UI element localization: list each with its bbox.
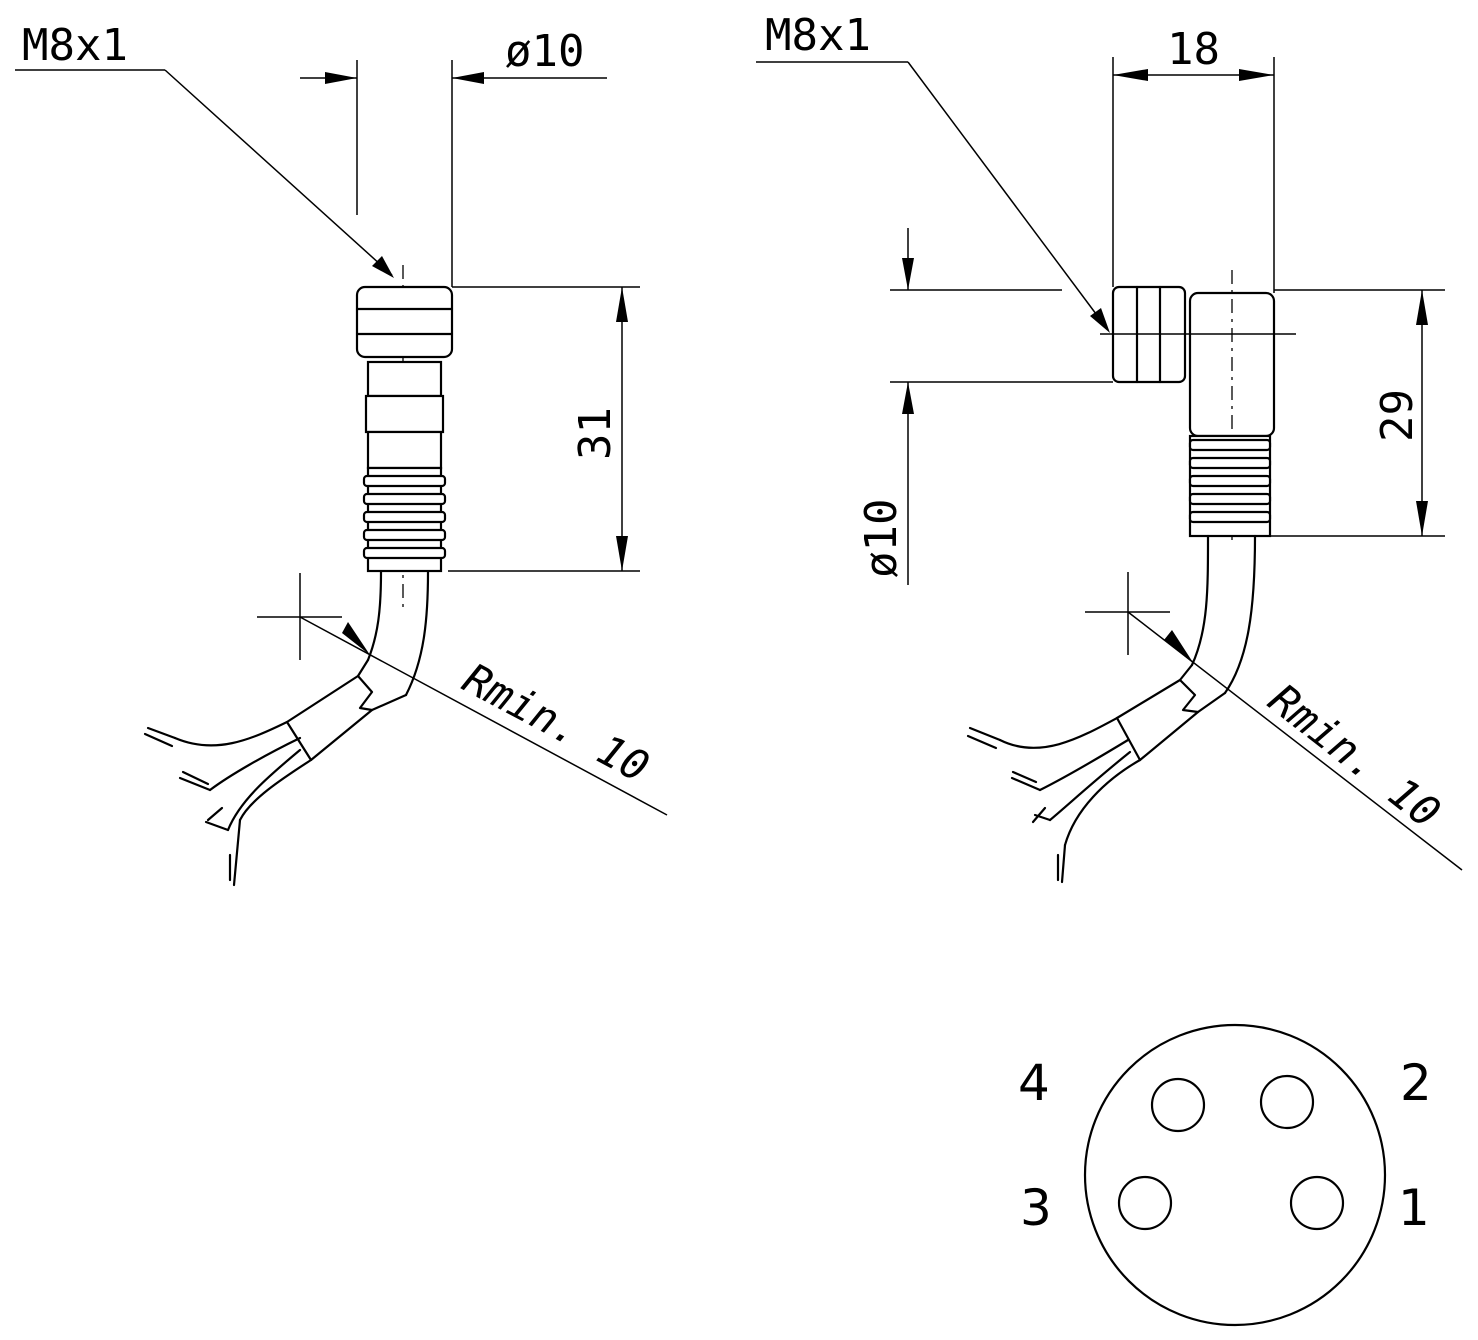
- straight-diameter-label: ø10: [505, 26, 584, 77]
- pin-3-label: 3: [1020, 1179, 1052, 1237]
- pin-1-contact: [1289, 1175, 1345, 1231]
- angled-radius-label: Rmin. 10: [1260, 674, 1450, 837]
- pin-3-contact: [1117, 1175, 1173, 1231]
- connector-face-outline: [1083, 1023, 1387, 1327]
- angled-width-label: 18: [1167, 24, 1220, 75]
- straight-ribs: [362, 474, 447, 560]
- pinout-face: [1083, 1023, 1387, 1327]
- angled-height-label: 29: [1372, 389, 1423, 442]
- straight-thread-label: M8x1: [22, 20, 128, 71]
- pin-4-contact: [1150, 1077, 1206, 1133]
- pin-2-label: 2: [1400, 1054, 1432, 1112]
- pin-2-contact: [1259, 1074, 1315, 1130]
- straight-length-label: 31: [570, 407, 621, 460]
- pin-1-label: 1: [1398, 1179, 1430, 1237]
- angled-thread-label: M8x1: [765, 10, 871, 61]
- angled-ribs: [1188, 438, 1272, 524]
- straight-connector: [15, 60, 668, 887]
- angled-diameter-label: ø10: [856, 499, 907, 578]
- angled-connector: [756, 57, 1463, 884]
- straight-radius-label: Rmin. 10: [455, 654, 657, 792]
- pin-4-label: 4: [1018, 1054, 1050, 1112]
